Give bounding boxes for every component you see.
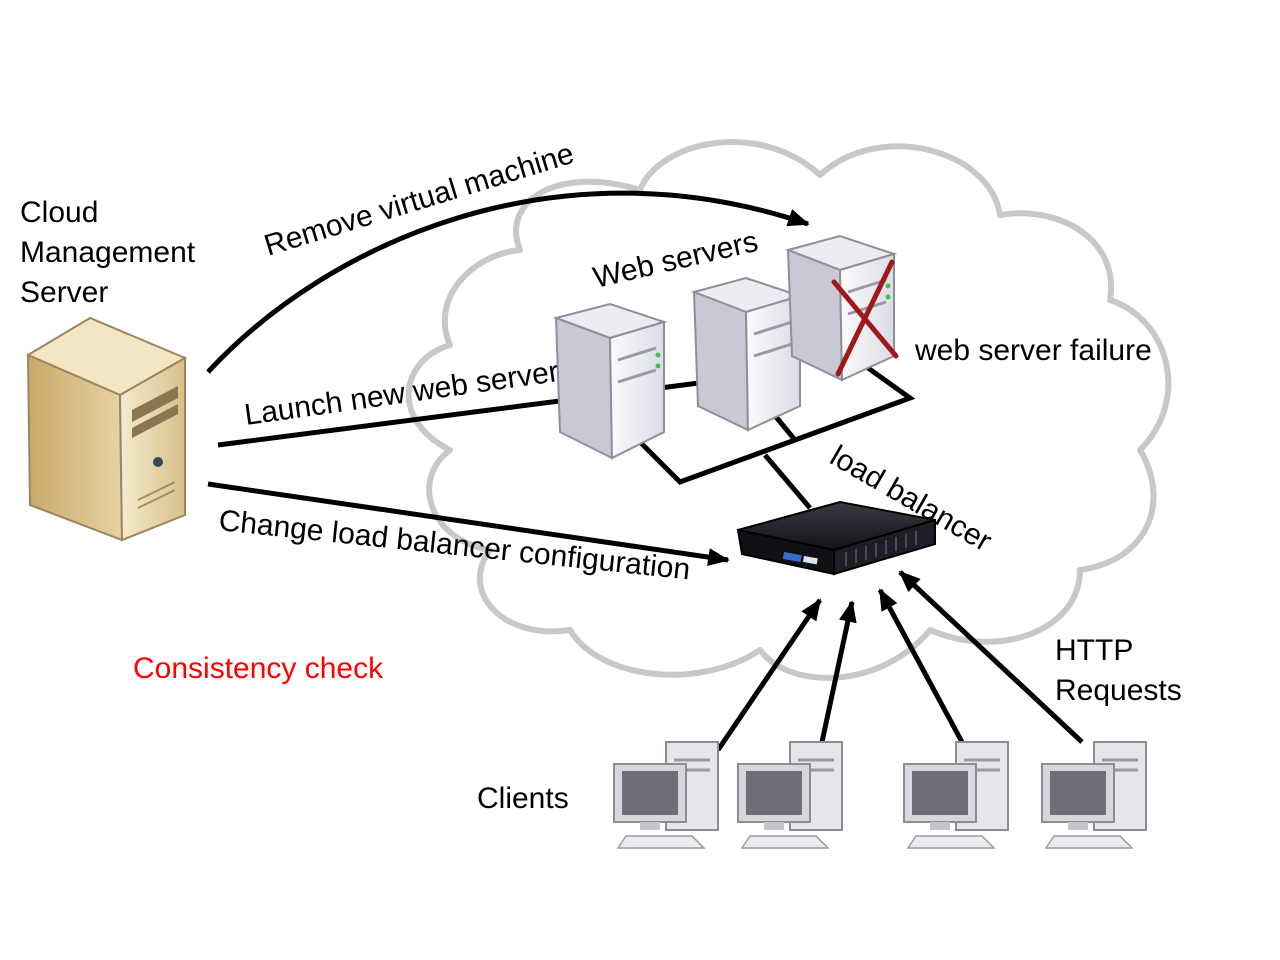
consistency-check-label: Consistency check <box>133 652 384 685</box>
client-computer-icon <box>903 741 1009 849</box>
remove-vm-arrow <box>206 190 810 374</box>
http-request-arrows <box>715 570 1084 752</box>
client-computer-icon <box>737 741 843 849</box>
change-lb-config-label: Change load balancer configuration <box>217 504 692 586</box>
client-computer-icon <box>613 741 719 849</box>
web-server-failure-label: web server failure <box>914 334 1152 367</box>
client-computer-icon <box>1041 741 1147 849</box>
clients-label: Clients <box>477 782 569 815</box>
http-arrow-2 <box>819 600 857 743</box>
failed-web-server-icon <box>784 234 898 382</box>
failure-cross-icon <box>831 259 899 377</box>
web-server-icon <box>552 302 668 460</box>
http-arrow-1 <box>715 598 823 752</box>
cloud-management-server-label: Cloud Management Server <box>20 196 203 309</box>
web-server-icon <box>690 276 804 432</box>
http-arrow-3 <box>877 588 965 744</box>
load-balancer-icon <box>736 500 936 576</box>
change-lb-config-arrow <box>207 481 730 567</box>
cloud-outline <box>405 139 1172 681</box>
management-server-icon <box>25 316 188 542</box>
http-arrow-4 <box>898 570 1084 744</box>
http-requests-label: HTTP Requests <box>1055 634 1182 707</box>
